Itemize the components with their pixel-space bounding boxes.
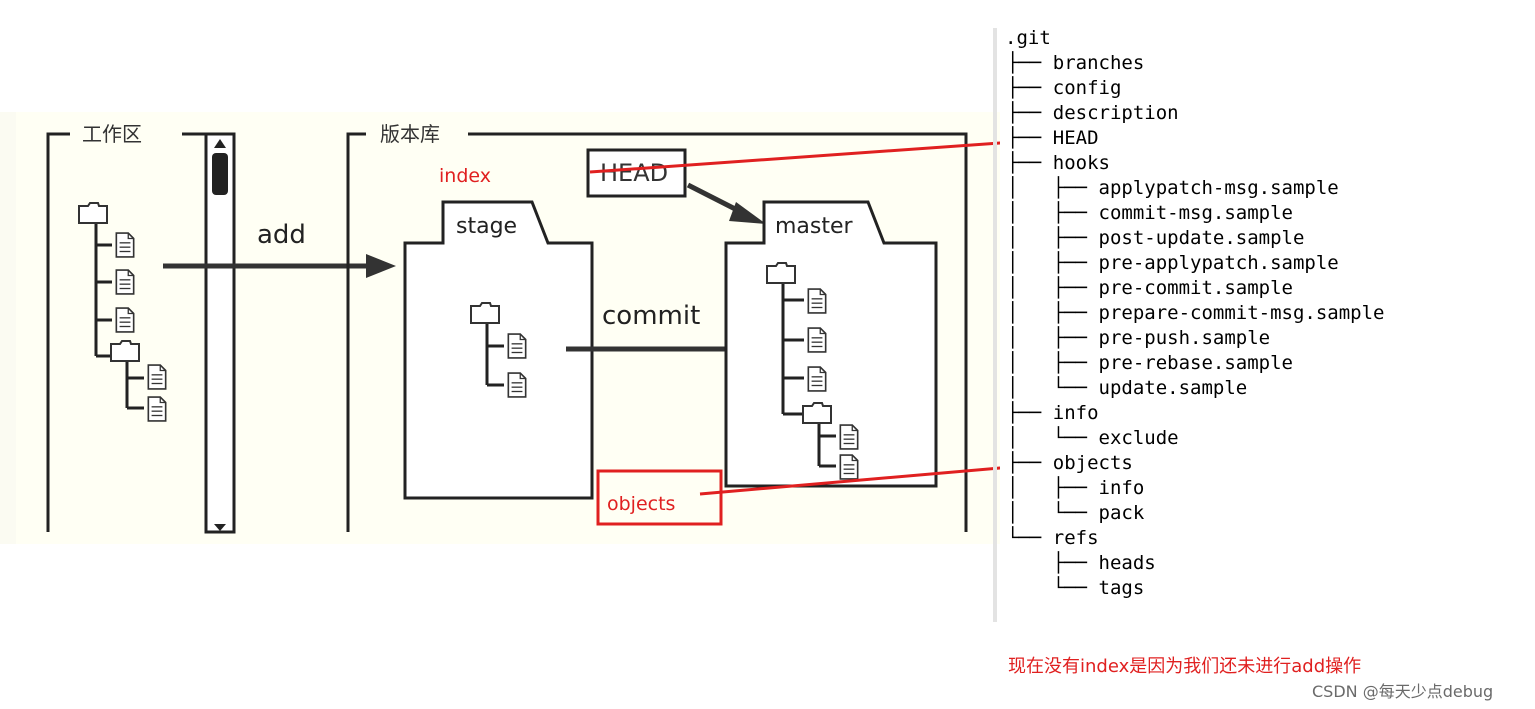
tree-entry: │ ├── commit-msg.sample [1007, 202, 1293, 224]
tree-entry: │ ├── info [1007, 477, 1145, 499]
file-icon [115, 307, 135, 333]
tree-entry: │ ├── pre-commit.sample [1007, 277, 1293, 299]
add-label: add [257, 220, 306, 250]
tree-entry: │ └── exclude [1007, 427, 1179, 449]
file-icon [115, 232, 135, 258]
stage-box [403, 200, 594, 500]
file-icon [807, 366, 827, 392]
tree-connector [485, 324, 504, 387]
commit-label: commit [602, 301, 700, 331]
folder-icon [110, 340, 140, 362]
tree-entry: ├── info [1007, 402, 1099, 424]
stage-label: stage [456, 214, 517, 239]
file-icon [807, 288, 827, 314]
tree-panel-border [993, 28, 997, 622]
file-icon [507, 372, 527, 398]
file-icon [807, 327, 827, 353]
tree-connector [94, 224, 112, 358]
repository-label: 版本库 [380, 122, 440, 146]
git-workspace-diagram: 工作区 add 版本库 HEAD stage commit mas [0, 112, 1000, 544]
master-label: master [775, 214, 854, 239]
tree-entry: ├── hooks [1007, 152, 1110, 174]
panel-left-strip [0, 112, 16, 544]
git-directory-tree: .git ├── branches ├── config ├── descriptio… [993, 26, 1533, 626]
file-icon [115, 269, 135, 295]
workspace-file-tree [78, 202, 167, 422]
index-annotation: index [439, 165, 491, 187]
folder-icon [470, 302, 500, 324]
tree-entry: ├── config [1007, 77, 1122, 99]
file-icon [839, 454, 859, 480]
csdn-watermark: CSDN @每天少点debug [1312, 682, 1494, 701]
scroll-down-icon[interactable] [214, 524, 226, 531]
file-icon [147, 396, 167, 422]
workspace-label: 工作区 [82, 122, 142, 146]
folder-icon [78, 202, 108, 224]
file-icon [147, 364, 167, 390]
repository-frame [346, 132, 968, 532]
head-connector-line [589, 141, 1000, 174]
tree-entry: ├── heads [1007, 552, 1156, 574]
folder-icon [766, 262, 796, 284]
file-icon [839, 424, 859, 450]
tree-entry: └── refs [1007, 527, 1099, 549]
tree-entry: │ └── update.sample [1007, 377, 1248, 399]
index-note: 现在没有index是因为我们还未进行add操作 [1008, 656, 1362, 677]
tree-entry: └── tags [1007, 577, 1145, 599]
head-to-master-arrowhead [729, 202, 766, 224]
tree-connector [125, 362, 144, 410]
tree-entry: │ ├── post-update.sample [1007, 227, 1305, 249]
tree-entry: │ ├── pre-rebase.sample [1007, 352, 1293, 374]
folder-icon [802, 402, 832, 424]
objects-annotation: objects [607, 493, 675, 515]
tree-connector [817, 424, 836, 468]
tree-connector [781, 284, 804, 416]
scroll-up-icon[interactable] [214, 139, 226, 148]
stage-file-tree [470, 302, 527, 398]
master-box [724, 200, 938, 488]
tree-entry: ├── description [1007, 102, 1179, 124]
objects-highlight-box [596, 469, 723, 526]
tree-root: .git [1005, 27, 1051, 49]
master-file-tree [766, 262, 859, 480]
tree-entry: │ ├── pre-applypatch.sample [1007, 252, 1339, 274]
scrollbar-thumb[interactable] [212, 153, 228, 195]
tree-entry: ├── branches [1007, 52, 1145, 74]
tree-entry: │ ├── applypatch-msg.sample [1007, 177, 1339, 199]
objects-connector-line [699, 466, 1000, 496]
file-icon [507, 333, 527, 359]
tree-entry: │ └── pack [1007, 502, 1145, 524]
add-arrowhead [366, 254, 396, 278]
tree-entry: ├── objects [1007, 452, 1133, 474]
tree-entry: │ ├── pre-push.sample [1007, 327, 1271, 349]
scrollbar-track[interactable] [204, 132, 236, 534]
head-box [586, 148, 687, 198]
tree-entry: ├── HEAD [1007, 127, 1099, 149]
head-label: HEAD [600, 159, 668, 187]
tree-entry: │ ├── prepare-commit-msg.sample [1007, 302, 1385, 324]
